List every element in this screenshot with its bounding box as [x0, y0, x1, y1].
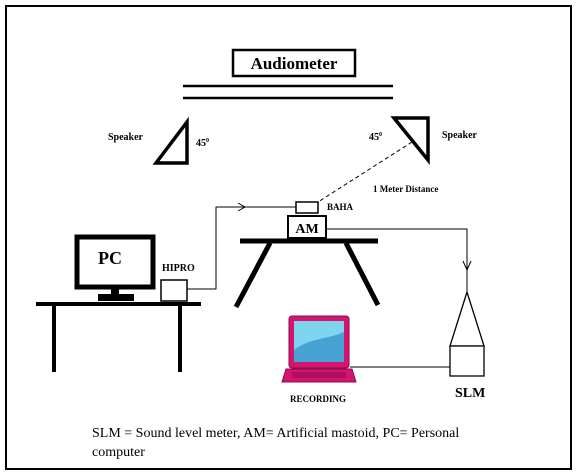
wire-hipro-baha-arrow	[237, 202, 247, 212]
speaker-right: 450 Speaker	[369, 116, 478, 165]
hipro-device: HIPRO	[160, 263, 195, 302]
speaker-left: Speaker 450	[108, 116, 209, 165]
slm-body	[449, 345, 485, 377]
pc-monitor: PC	[74, 234, 156, 301]
caption-line-1: SLM = Sound level meter, AM= Artificial …	[92, 426, 459, 441]
angle-right-label: 450	[369, 132, 382, 143]
slm-device: SLM	[449, 289, 485, 401]
pc-neck	[111, 289, 119, 295]
audiometer-box	[231, 48, 357, 78]
distance-label: 1 Meter Distance	[373, 184, 438, 194]
baha-box	[295, 201, 319, 214]
laptop-icon: RECORDING	[281, 315, 357, 404]
speaker-left-icon	[152, 116, 189, 165]
hipro-label: HIPRO	[162, 263, 195, 274]
angle-left-label: 450	[196, 138, 209, 149]
speaker-right-label: Speaker	[442, 130, 478, 141]
baha-label: BAHA	[327, 202, 354, 212]
am-label: AM	[295, 222, 318, 237]
hipro-box	[160, 279, 188, 302]
distance-line	[317, 141, 413, 203]
pc-stand	[98, 294, 134, 301]
laptop-keyboard	[292, 372, 346, 378]
speaker-left-label: Speaker	[108, 132, 144, 143]
audiometer-label: Audiometer	[251, 54, 338, 73]
recording-label: RECORDING	[290, 394, 346, 404]
pc-label: PC	[98, 248, 122, 268]
am-box	[287, 215, 327, 239]
am-table-leg-right	[343, 241, 381, 307]
pc-screen	[74, 234, 156, 290]
am-table-leg-left	[233, 241, 273, 309]
audiometer: Audiometer	[183, 48, 393, 100]
wire-am-slm-arrow	[462, 260, 472, 272]
wire-hipro-baha	[187, 206, 296, 290]
speaker-right-icon	[390, 116, 430, 165]
slm-label: SLM	[455, 386, 485, 401]
am-table: AM	[233, 215, 381, 309]
laptop-wallpaper	[294, 332, 344, 362]
pc-desk	[36, 302, 201, 372]
caption-line-2: computer	[92, 445, 145, 460]
